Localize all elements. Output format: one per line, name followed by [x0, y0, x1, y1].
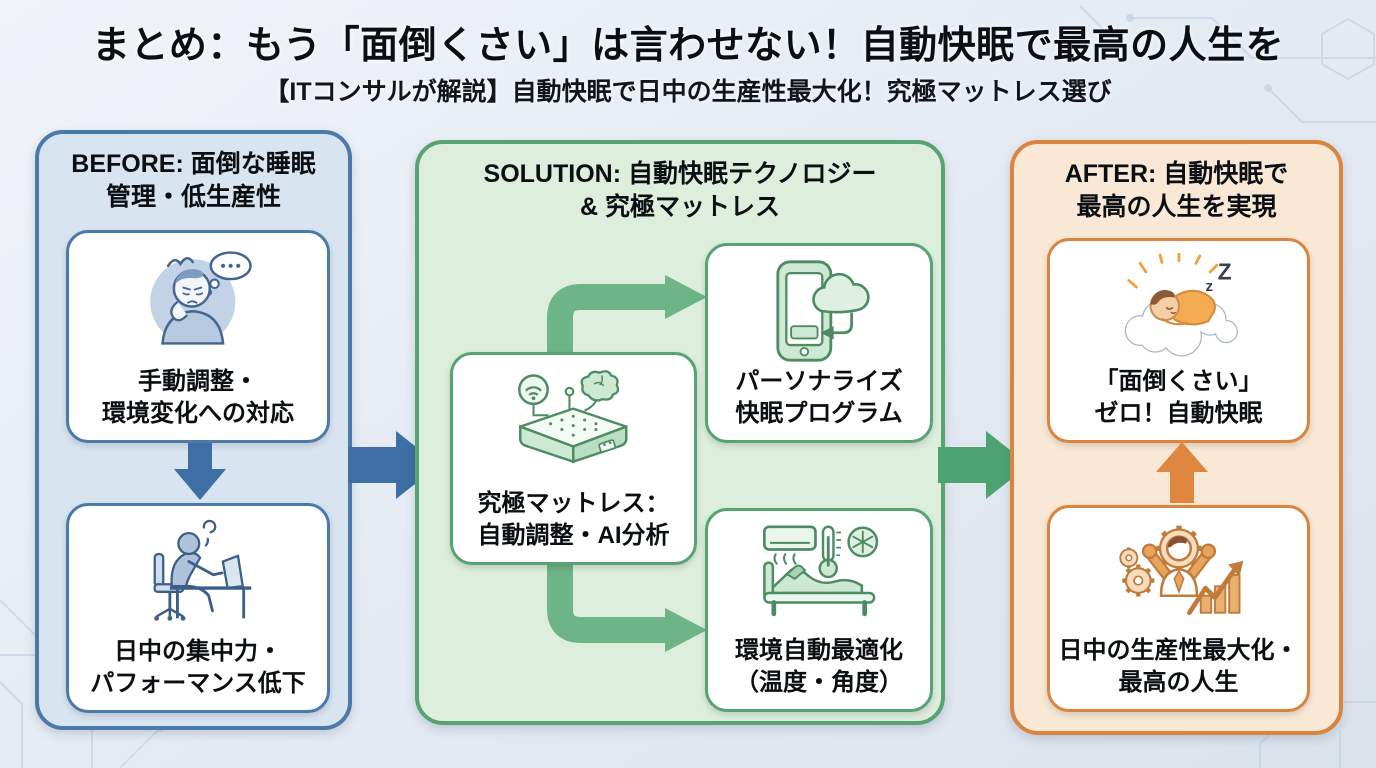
- card-environment-optimization: 環境自動最適化 （温度・角度）: [705, 508, 933, 712]
- card-personalized-program: パーソナライズ 快眠プログラム: [705, 243, 933, 443]
- solution-to-after-arrow-icon: [938, 430, 1030, 500]
- phone-cloud-icon: [757, 258, 880, 364]
- card-zero-hassle: Z z 「面: [1047, 238, 1310, 443]
- panel-solution-header: SOLUTION: 自動快眠テクノロジー & 究極マットレス: [483, 160, 877, 221]
- worried-person-icon: [136, 245, 259, 351]
- tired-worker-icon: [132, 518, 265, 624]
- climate-bed-icon: [753, 523, 886, 629]
- page-title: まとめ：もう「面倒くさい」は言わせない！自動快眠で最高の人生を: [91, 25, 1285, 67]
- card-max-productivity: 日中の生産性最大化・ 最高の人生: [1047, 505, 1310, 712]
- productivity-icon: [1108, 520, 1250, 626]
- svg-text:Z: Z: [1217, 259, 1231, 285]
- card-label: 「面倒くさい」 ゼロ！自動快眠: [1094, 368, 1263, 428]
- panel-after-header: AFTER: 自動快眠で 最高の人生を実現: [1064, 160, 1289, 221]
- sleeping-cloud-icon: Z z: [1108, 253, 1250, 359]
- card-low-focus: 日中の集中力・ パフォーマンス低下: [66, 503, 330, 713]
- card-label: 環境自動最適化 （温度・角度）: [735, 637, 903, 697]
- card-label: 日中の生産性最大化・ 最高の人生: [1058, 637, 1299, 697]
- panel-before-header: BEFORE: 面倒な睡眠 管理・低生産性: [71, 150, 316, 211]
- svg-text:z: z: [1205, 278, 1213, 295]
- card-manual-adjustment: 手動調整・ 環境変化への対応: [66, 230, 330, 443]
- card-label: パーソナライズ 快眠プログラム: [735, 368, 903, 428]
- panel-solution: SOLUTION: 自動快眠テクノロジー & 究極マットレス: [415, 140, 945, 725]
- card-ultimate-mattress: 究極マットレス： 自動調整・AI分析: [450, 352, 697, 565]
- panel-after: AFTER: 自動快眠で 最高の人生を実現 Z z: [1010, 140, 1343, 735]
- card-label: 究極マットレス： 自動調整・AI分析: [477, 490, 670, 550]
- card-label: 日中の集中力・ パフォーマンス低下: [90, 638, 306, 698]
- panel-before: BEFORE: 面倒な睡眠 管理・低生産性: [35, 130, 352, 730]
- card-label: 手動調整・ 環境変化への対応: [102, 368, 294, 428]
- page-subtitle: 【ITコンサルが解説】自動快眠で日中の生産性最大化！究極マットレス選び: [264, 78, 1112, 106]
- down-arrow-icon: [172, 443, 228, 501]
- up-arrow-icon: [1154, 442, 1210, 504]
- smart-mattress-icon: [507, 367, 640, 473]
